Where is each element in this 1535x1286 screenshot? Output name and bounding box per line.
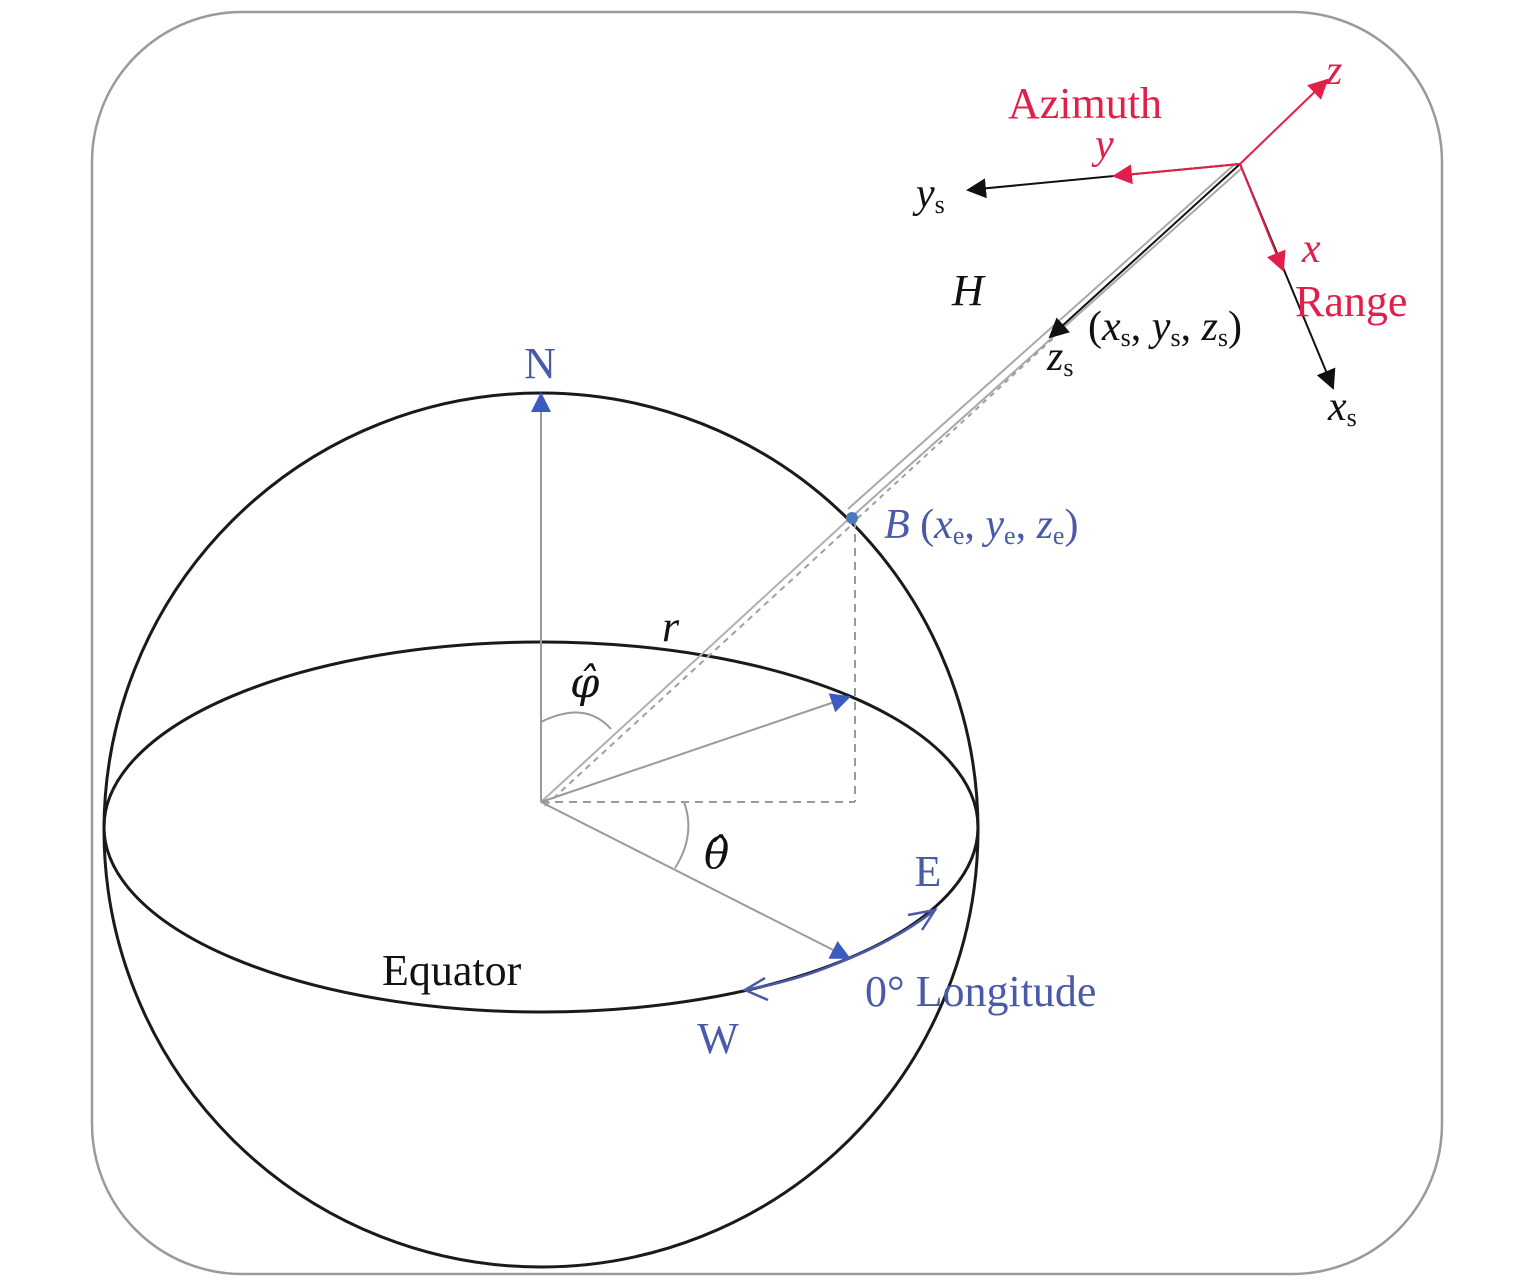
z-axis-arrow: [1239, 78, 1329, 165]
x-range-axis-arrow: [1239, 163, 1286, 272]
zero-longitude-label: 0° Longitude: [865, 967, 1096, 1016]
xs-axis-label: xs: [1327, 384, 1357, 432]
west-arrowhead: [742, 976, 769, 1002]
line-of-sight-H-a: [847, 162, 1237, 510]
equatorial-projection-vector: [540, 693, 851, 803]
radius-line-r: [540, 516, 852, 803]
distance-H-label: H: [951, 266, 986, 315]
east-arrowhead: [907, 908, 938, 931]
zs-axis-label: zs: [1046, 334, 1073, 382]
line-of-sight-H-b: [854, 167, 1243, 515]
east-label: E: [915, 847, 942, 896]
north-label: N: [524, 339, 556, 388]
y-red-label: y: [1091, 122, 1114, 168]
y-azimuth-axis-arrow: [1112, 163, 1241, 185]
zs-axis-arrow: [1048, 163, 1241, 339]
theta-angle-arc: [674, 801, 690, 869]
z-red-label: z: [1325, 48, 1342, 94]
azimuth-label: Azimuth: [1008, 79, 1162, 128]
radius-r-label: r: [662, 602, 680, 651]
equator-label: Equator: [382, 946, 522, 995]
zero-longitude-vector: [540, 801, 851, 959]
phi-angle-arc: [540, 711, 612, 730]
radius-line-r-dashed: [544, 519, 858, 807]
x-red-label: x: [1301, 226, 1321, 272]
line-of-sight-H-dashed: [857, 331, 1061, 519]
point-b-label: B (xe, ye, ze): [884, 502, 1078, 550]
point-b-marker: [846, 512, 858, 524]
satellite-position-label: (xs, ys, zs): [1088, 304, 1242, 352]
phi-angle-label: φ̂: [570, 658, 600, 707]
frame-border: [90, 10, 1444, 1276]
range-label: Range: [1295, 277, 1407, 326]
east-direction-arc: [839, 909, 936, 964]
theta-angle-label: θ̂: [704, 829, 729, 878]
west-label: W: [697, 1014, 739, 1063]
ys-axis-label: ys: [912, 171, 945, 219]
west-direction-arc: [744, 960, 841, 992]
